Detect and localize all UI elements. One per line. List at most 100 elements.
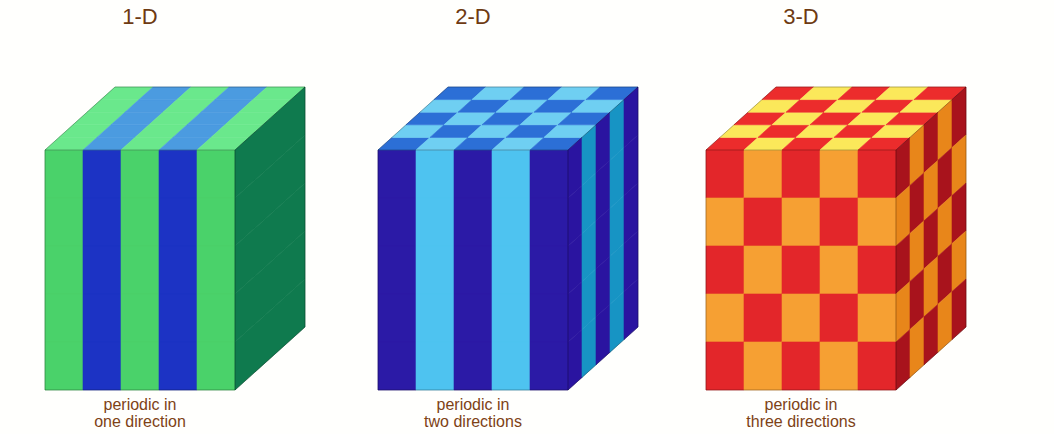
side-face: [235, 87, 305, 390]
face-cell: [45, 150, 83, 198]
face-cell: [83, 294, 121, 342]
face-cell: [121, 294, 159, 342]
face-cell: [45, 198, 83, 246]
face-cell: [924, 304, 938, 365]
dimension-title: 2-D: [455, 4, 490, 30]
face-cell: [938, 292, 952, 353]
face-cell: [706, 294, 744, 342]
face-cell: [530, 198, 568, 246]
cube-edge: [45, 150, 235, 390]
cube-edge: [568, 87, 638, 150]
face-cell: [858, 342, 896, 390]
face-cell: [197, 198, 235, 246]
cube-edge: [706, 150, 896, 390]
face-cell: [582, 317, 596, 378]
face-cell: [858, 150, 896, 198]
face-cell: [706, 342, 744, 390]
face-cell: [45, 342, 83, 390]
face-cell: [159, 150, 197, 198]
face-cell: [896, 329, 910, 390]
face-cell: [378, 294, 416, 342]
face-cell: [782, 150, 820, 198]
face-cell: [858, 198, 896, 246]
face-cell: [530, 294, 568, 342]
face-cell: [378, 150, 416, 198]
face-cell: [858, 246, 896, 294]
face-cell: [624, 279, 638, 340]
face-cell: [416, 246, 454, 294]
caption: periodic in two directions: [423, 396, 523, 430]
side-face: [896, 87, 966, 390]
striped-cube-1d: [45, 87, 305, 390]
face-cell: [378, 246, 416, 294]
face-cell: [83, 246, 121, 294]
face-cell: [159, 342, 197, 390]
dimension-title: 1-D: [122, 4, 157, 30]
face-cell: [820, 342, 858, 390]
face-cell: [416, 294, 454, 342]
front-face: [378, 150, 568, 390]
face-cell: [492, 198, 530, 246]
face-cell: [378, 342, 416, 390]
face-cell: [530, 246, 568, 294]
face-cell: [492, 294, 530, 342]
face-cell: [416, 150, 454, 198]
face-cell: [197, 246, 235, 294]
face-cell: [820, 198, 858, 246]
face-cell: [416, 198, 454, 246]
face-cell: [121, 246, 159, 294]
face-cell: [952, 279, 966, 340]
face-cell: [454, 342, 492, 390]
cube-edge: [45, 87, 305, 390]
face-cell: [159, 294, 197, 342]
face-cell: [706, 246, 744, 294]
face-cell: [197, 150, 235, 198]
face-cell: [197, 294, 235, 342]
face-cell: [744, 342, 782, 390]
face-cell: [454, 294, 492, 342]
cube-edge: [378, 87, 638, 390]
face-cell: [159, 246, 197, 294]
face-cell: [121, 342, 159, 390]
face-cell: [782, 342, 820, 390]
face-cell: [610, 292, 624, 353]
face-cell: [492, 246, 530, 294]
face-cell: [820, 294, 858, 342]
checkered-cube-3d: [706, 87, 966, 390]
cube-edge: [706, 87, 966, 390]
caption: periodic in three directions: [745, 396, 857, 430]
face-cell: [596, 304, 610, 365]
face-cell: [492, 150, 530, 198]
striped-cube-2d: [378, 87, 638, 390]
face-cell: [121, 198, 159, 246]
face-cell: [782, 198, 820, 246]
face-cell: [454, 246, 492, 294]
face-cell: [858, 294, 896, 342]
face-cell: [782, 246, 820, 294]
face-cell: [744, 198, 782, 246]
front-face: [706, 150, 896, 390]
face-cell: [45, 294, 83, 342]
face-cell: [159, 198, 197, 246]
face-cell: [197, 342, 235, 390]
face-cell: [820, 150, 858, 198]
face-cell: [454, 150, 492, 198]
cube-edge: [235, 87, 305, 150]
face-cell: [45, 246, 83, 294]
face-cell: [820, 246, 858, 294]
side-face: [568, 87, 638, 390]
face-cell: [416, 342, 454, 390]
face-cell: [378, 198, 416, 246]
dimension-title: 3-D: [783, 4, 818, 30]
face-cell: [235, 279, 305, 390]
face-cell: [744, 150, 782, 198]
cube-edge: [378, 150, 568, 390]
front-face: [45, 150, 235, 390]
face-cell: [744, 246, 782, 294]
face-cell: [782, 294, 820, 342]
face-cell: [83, 198, 121, 246]
face-cell: [744, 294, 782, 342]
face-cell: [83, 150, 121, 198]
